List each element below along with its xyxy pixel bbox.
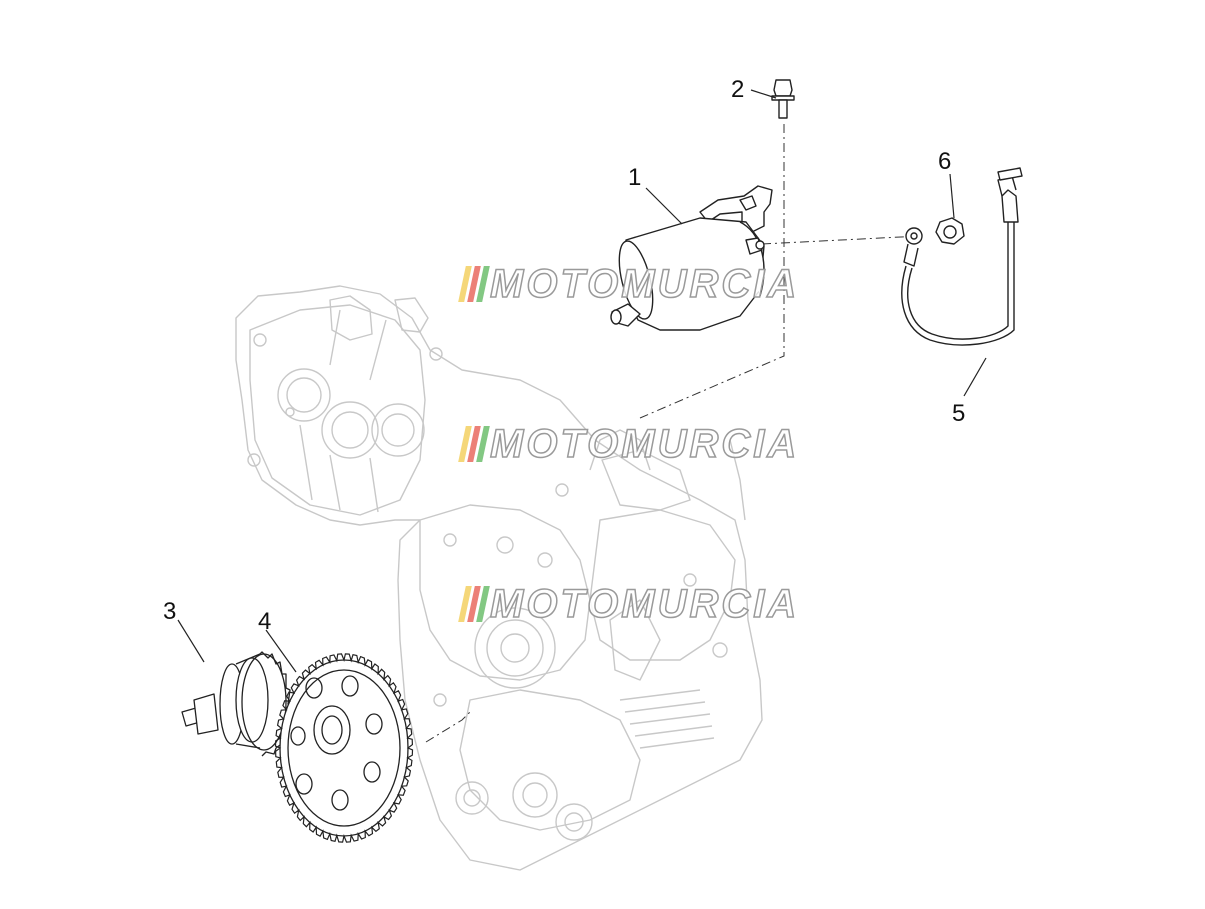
watermark-logo-bars bbox=[458, 586, 490, 622]
cable bbox=[901, 167, 1023, 346]
bolt bbox=[771, 79, 795, 119]
large-gear-teeth bbox=[274, 653, 414, 843]
watermark-text: MOTOMURCIA bbox=[489, 261, 800, 307]
callout-4: 4 bbox=[258, 608, 272, 635]
engine-crankcase bbox=[235, 285, 763, 871]
callout-2: 2 bbox=[731, 76, 745, 103]
assembly-dash-lines bbox=[425, 124, 921, 743]
watermark-logo-bars bbox=[458, 266, 490, 302]
watermark-text: MOTOMURCIA bbox=[489, 581, 800, 627]
watermark-bottom: MOTOMURCIA bbox=[458, 581, 800, 627]
large-gear bbox=[279, 659, 409, 837]
leader-lines bbox=[177, 89, 987, 673]
watermark-middle: MOTOMURCIA bbox=[458, 421, 800, 467]
watermark-text: MOTOMURCIA bbox=[489, 421, 800, 467]
callout-1: 1 bbox=[628, 164, 642, 191]
watermark-top: MOTOMURCIA bbox=[458, 261, 800, 307]
starter-motor bbox=[610, 185, 773, 331]
gear-shaft bbox=[181, 651, 293, 757]
gear-teeth-outline bbox=[274, 653, 414, 843]
nut bbox=[935, 217, 965, 245]
callout-5: 5 bbox=[952, 400, 966, 427]
watermark-logo-bars bbox=[458, 426, 490, 462]
callout-3: 3 bbox=[163, 598, 177, 625]
callout-6: 6 bbox=[938, 148, 952, 175]
